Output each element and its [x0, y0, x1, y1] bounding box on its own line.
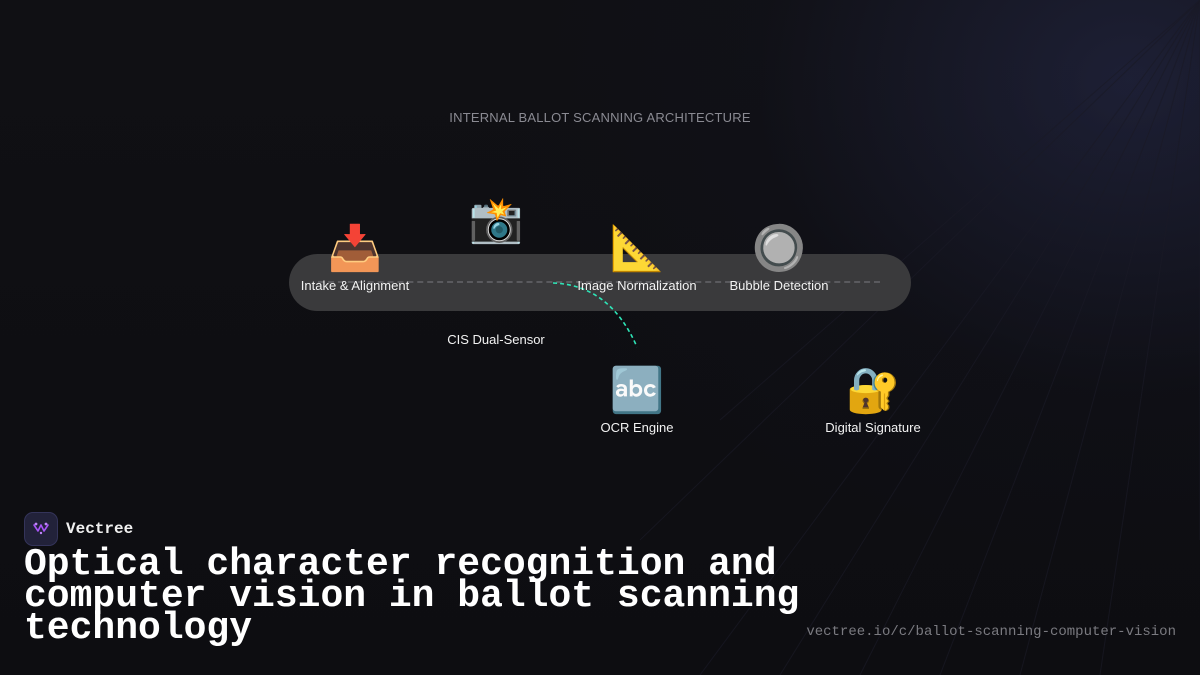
- node-label: Bubble Detection: [729, 278, 829, 293]
- abc-letters-icon: 🔤: [609, 365, 665, 416]
- triangular-ruler-icon: 📐: [609, 223, 665, 274]
- brand-name: Vectree: [66, 520, 134, 538]
- node-intake-alignment: 📥 Intake & Alignment: [275, 223, 435, 294]
- camera-flash-icon: 📸: [468, 195, 524, 246]
- radio-button-icon: 🔘: [751, 223, 807, 274]
- pipeline-track-dashes: [318, 281, 880, 283]
- node-image-normalization: 📐 Image Normalization: [557, 223, 717, 294]
- node-cis-dual-sensor: 📸 CIS Dual-Sensor: [416, 195, 576, 348]
- node-label: Intake & Alignment: [300, 278, 410, 293]
- vectree-logo-icon: [24, 512, 58, 546]
- node-label: CIS Dual-Sensor: [447, 332, 545, 347]
- page-url: vectree.io/c/ballot-scanning-computer-vi…: [806, 624, 1176, 640]
- node-ocr-engine: 🔤 OCR Engine: [557, 365, 717, 436]
- brand: Vectree: [24, 512, 133, 546]
- page-title: Optical character recognition and comput…: [24, 543, 800, 650]
- node-digital-signature: 🔐 Digital Signature: [793, 365, 953, 436]
- node-label: Digital Signature: [825, 420, 921, 435]
- lock-with-key-icon: 🔐: [845, 365, 901, 416]
- node-label: Image Normalization: [577, 278, 697, 293]
- diagram-title: INTERNAL BALLOT SCANNING ARCHITECTURE: [449, 110, 751, 125]
- inbox-tray-icon: 📥: [327, 223, 383, 274]
- node-bubble-detection: 🔘 Bubble Detection: [699, 223, 859, 294]
- node-label: OCR Engine: [600, 420, 674, 435]
